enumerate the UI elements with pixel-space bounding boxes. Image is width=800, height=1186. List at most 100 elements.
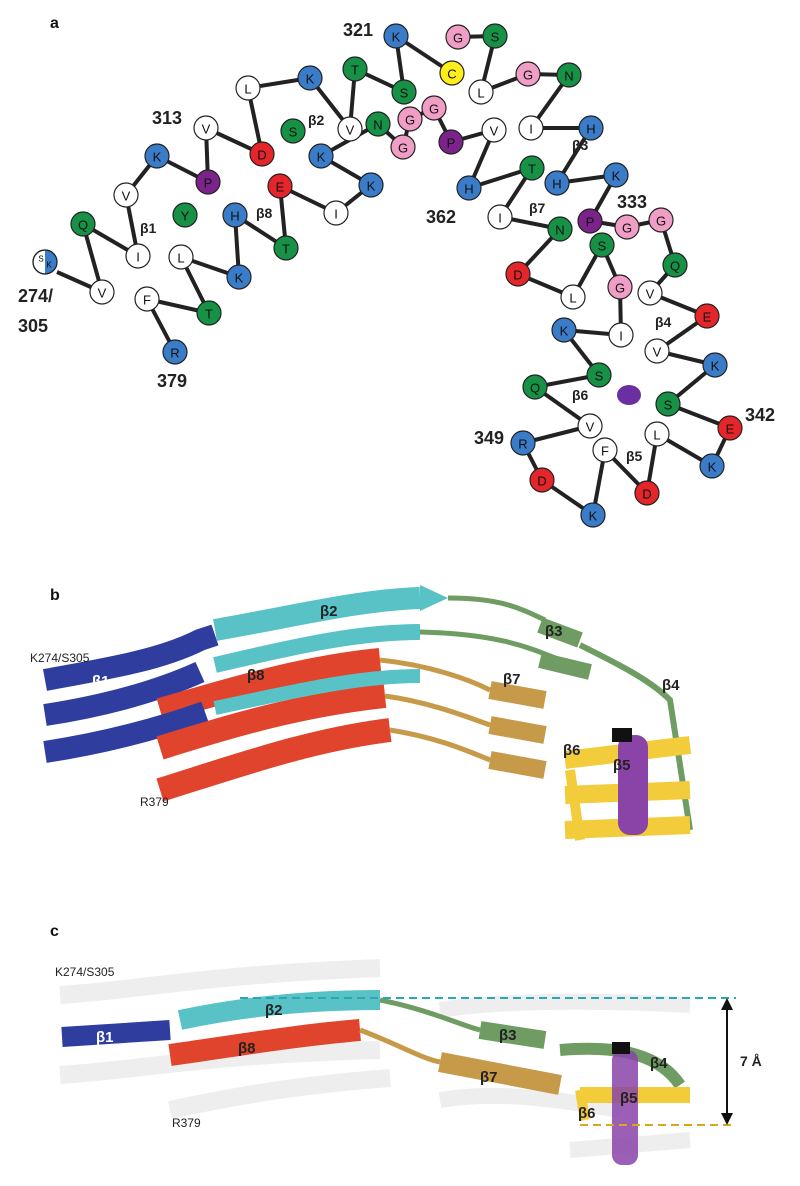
arrow-b2-layer1	[420, 585, 448, 611]
strand-b2-label-b: β2	[320, 603, 338, 620]
residue-Q-r30: Q	[662, 252, 688, 278]
strand-b2-layer2	[213, 624, 421, 673]
residue-letter: R	[518, 437, 527, 452]
density-cap-c	[612, 1042, 630, 1054]
residue-E-r36: E	[717, 415, 743, 441]
strand-b2-label-c: β2	[265, 1002, 283, 1019]
residue-letter: G	[523, 68, 533, 83]
residue-V-r8: V	[193, 115, 219, 141]
residue-R-r43: R	[510, 430, 536, 456]
residue-K-r34: K	[702, 352, 728, 378]
residue-letter: K	[153, 150, 162, 165]
strand-label-b2: β2	[308, 112, 325, 128]
residue-letter: D	[642, 487, 651, 502]
residue-letter: G	[429, 102, 439, 117]
residue-letter: K	[612, 169, 621, 184]
residue-L-r10: L	[235, 75, 261, 101]
resnum-333: 333	[617, 192, 647, 212]
residue-K-r69: K	[226, 264, 252, 290]
residue-T-r14: T	[342, 56, 368, 82]
residue-K-r41: K	[580, 502, 606, 528]
strand-b4-layer1	[578, 642, 693, 831]
residue-letter: F	[601, 444, 609, 459]
residue-K-r37: K	[699, 453, 725, 479]
residue-letter: I	[136, 250, 140, 265]
residue-I-r65: I	[323, 200, 349, 226]
density-tube-c	[612, 1050, 638, 1165]
residue-K-r6: K	[144, 143, 170, 169]
panel-a-letter: a	[50, 15, 59, 32]
residue-letter: E	[703, 310, 712, 325]
residue-letter: G	[405, 113, 415, 128]
residue-V-r1: V	[89, 279, 115, 305]
strand-b1-label-b: β1	[92, 673, 110, 690]
residue-P-r27: P	[577, 208, 603, 234]
density-cap-b	[612, 728, 632, 742]
residue-G-r21: G	[515, 61, 541, 87]
strand-b5-label-b: β5	[613, 757, 631, 774]
residue-S-r35: S	[655, 391, 681, 417]
residue-letter: P	[204, 176, 213, 191]
strand-b7-label-c: β7	[480, 1069, 498, 1086]
strand-b2-layer1	[213, 587, 421, 641]
residue-H-r25: H	[544, 170, 570, 196]
residue-G-r18: G	[445, 24, 471, 50]
residue-P-r58: P	[438, 129, 464, 155]
panel-b-letter: b	[50, 587, 60, 604]
strand-b8-layer4	[156, 718, 392, 802]
strand-label-b4: β4	[655, 314, 672, 330]
residue-Y-r5: Y	[172, 202, 198, 228]
resnum-362: 362	[426, 207, 456, 227]
strand-b1-label-c: β1	[96, 1029, 114, 1046]
strand-b7-layer3	[488, 716, 547, 744]
resnum-379: 379	[157, 371, 187, 391]
residue-letter: I	[529, 122, 533, 137]
residue-letter: S	[598, 239, 607, 254]
strand-b3-label-b: β3	[545, 623, 563, 640]
residue-G-r28: G	[614, 214, 640, 240]
residue-letter: H	[464, 182, 473, 197]
residue-L-r20: L	[468, 79, 494, 105]
residue-letter: L	[569, 291, 576, 306]
residue-V-r33: V	[644, 338, 670, 364]
residue-V-r13: V	[337, 116, 363, 142]
layer-4	[156, 718, 547, 802]
residue-S-r50: S	[589, 232, 615, 258]
residue-letter: N	[555, 223, 564, 238]
layer-2	[43, 624, 592, 726]
residue-S-r11: S	[280, 118, 306, 144]
residue-V-r31: V	[637, 280, 663, 306]
residue-letter: H	[552, 177, 561, 192]
residue-S-r46: S	[586, 362, 612, 388]
residue-K-r16: K	[383, 23, 409, 49]
strand-b3-layer2	[538, 652, 592, 680]
residue-H-r56: H	[456, 175, 482, 201]
residue-S-r15: S	[391, 79, 417, 105]
residue-K-r12: K	[297, 65, 323, 91]
panel-b-ribbon: b	[30, 585, 693, 841]
backbone-segment-1	[56, 34, 454, 294]
residue-E-r66: E	[267, 173, 293, 199]
residue-V-r4: V	[113, 182, 139, 208]
residue-E-r32: E	[694, 303, 720, 329]
strand-b6-c	[575, 1089, 590, 1121]
residue-F-r72: F	[134, 286, 160, 312]
residue-T-r71: T	[196, 300, 222, 326]
loop-b8b7-c	[359, 1027, 441, 1065]
residue-L-r70: L	[168, 244, 194, 270]
strand-b6	[565, 769, 585, 841]
residue-P-r7: P	[195, 169, 221, 195]
density-blob	[617, 385, 641, 405]
residue-letter: D	[257, 148, 266, 163]
residue-letter: L	[244, 82, 251, 97]
residue-letter: H	[586, 122, 595, 137]
strand-b7-layer2	[488, 681, 547, 709]
strand-b8-label-b: β8	[247, 667, 265, 684]
residue-D-r39: D	[634, 480, 660, 506]
loop-layer4	[389, 727, 491, 763]
residue-F-r40: F	[592, 437, 618, 463]
residue-G-r29: G	[648, 207, 674, 233]
strand-b2-layer3	[213, 669, 421, 715]
strand-b1-layer1	[43, 624, 219, 691]
